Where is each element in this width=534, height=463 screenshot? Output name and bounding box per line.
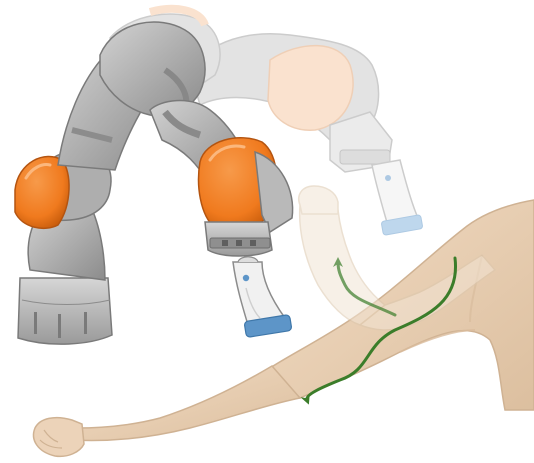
ultrasound-probe: [233, 257, 292, 338]
fist: [34, 418, 84, 457]
robot-joint-lower: [15, 157, 69, 229]
fist-ghost: [299, 186, 338, 214]
ultrasound-probe-ghost: [372, 160, 423, 235]
robot-joint-ghost: [268, 46, 353, 131]
robot-base: [18, 278, 112, 344]
